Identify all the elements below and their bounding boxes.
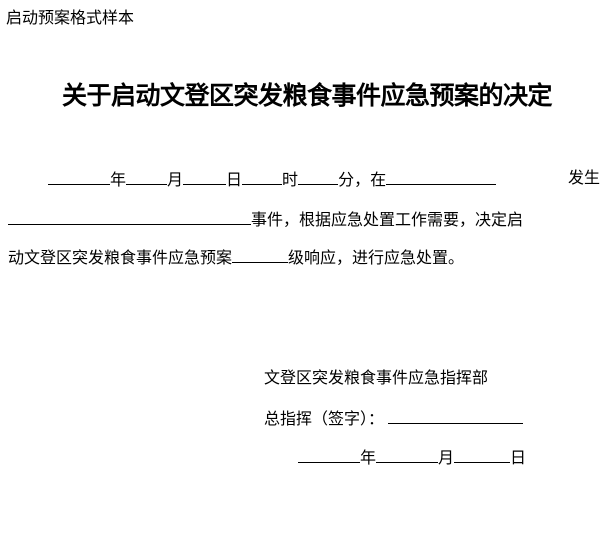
- body-line-3: 动文登区突发粮食事件应急预案 级响应，进行应急处置。: [8, 245, 464, 269]
- hour-blank[interactable]: [242, 167, 283, 185]
- month-label: 月: [167, 170, 184, 189]
- sign-month-label: 月: [438, 448, 455, 467]
- event-blank[interactable]: [8, 207, 251, 225]
- body-line-1: 年 月 日 时 分，在: [48, 167, 497, 191]
- document-header: 启动预案格式样本: [6, 8, 135, 27]
- minute-label: 分，在: [338, 170, 387, 189]
- body-line-3-text-before: 动文登区突发粮食事件应急预案: [8, 248, 233, 267]
- sign-year-blank[interactable]: [298, 445, 360, 463]
- day-label: 日: [226, 170, 243, 189]
- signature-blank[interactable]: [388, 406, 524, 424]
- month-blank[interactable]: [126, 167, 168, 185]
- signature-commander: 总指挥（签字）：: [264, 406, 524, 430]
- occur-label: 发生: [568, 168, 601, 187]
- sign-year-label: 年: [360, 448, 377, 467]
- commander-label: 总指挥（签字）：: [264, 409, 385, 428]
- body-line-3-text-after: 级响应，进行应急处置。: [288, 248, 465, 267]
- signature-date: 年月日: [298, 445, 526, 469]
- body-line-2: 事件，根据应急处置工作需要，决定启: [8, 207, 523, 231]
- sign-day-label: 日: [510, 448, 527, 467]
- year-label: 年: [110, 170, 127, 189]
- minute-blank[interactable]: [298, 167, 339, 185]
- day-blank[interactable]: [183, 167, 227, 185]
- document-title: 关于启动文登区突发粮食事件应急预案的决定: [61, 81, 553, 110]
- year-blank[interactable]: [48, 167, 110, 185]
- body-line-2-text: 事件，根据应急处置工作需要，决定启: [251, 210, 524, 229]
- location-blank[interactable]: [386, 167, 497, 185]
- sign-day-blank[interactable]: [454, 445, 511, 463]
- sign-month-blank[interactable]: [376, 445, 439, 463]
- signature-org: 文登区突发粮食事件应急指挥部: [264, 368, 489, 387]
- hour-label: 时: [282, 170, 299, 189]
- response-level-blank[interactable]: [232, 245, 289, 263]
